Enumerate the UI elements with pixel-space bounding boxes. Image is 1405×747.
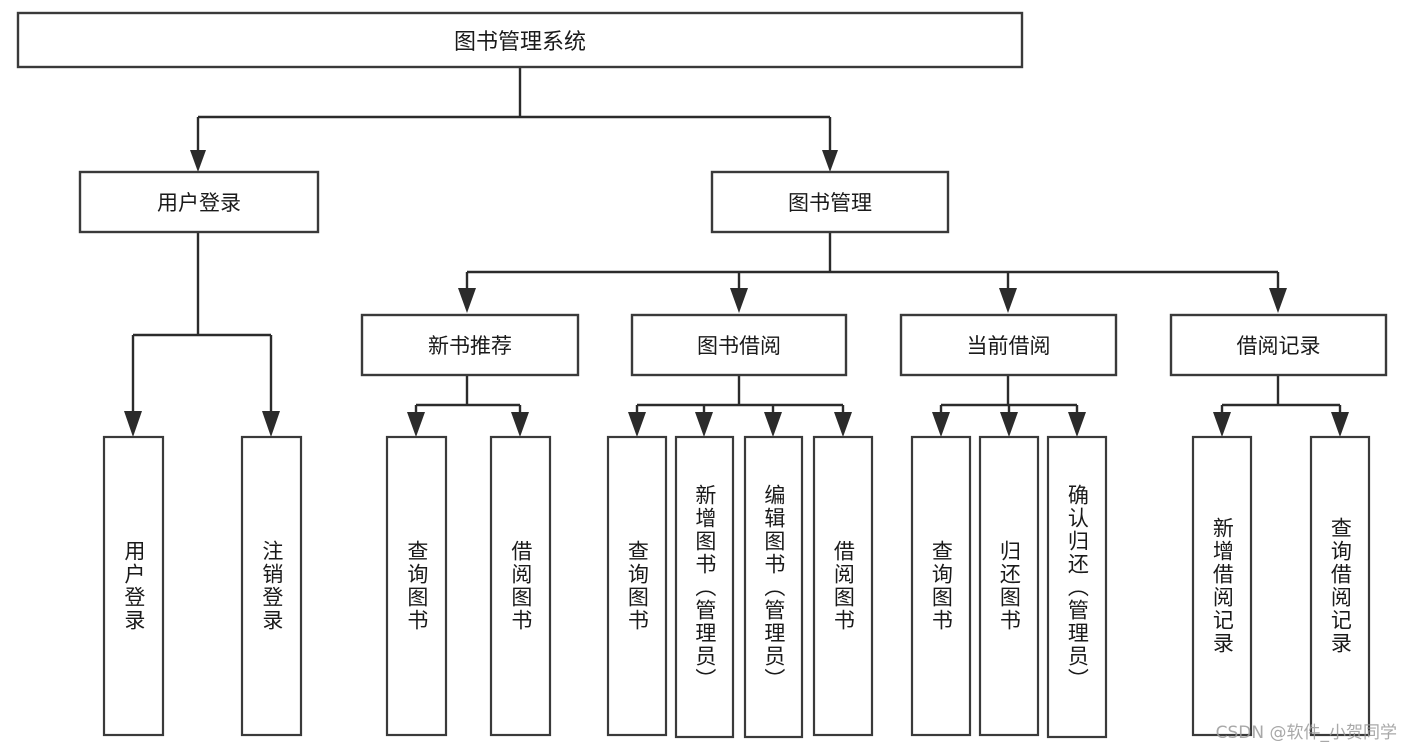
node-box-leaf-user-login[interactable]	[102, 435, 165, 737]
node-box-book-management[interactable]	[710, 170, 950, 234]
arrow-head-leaf-return-book	[1000, 412, 1018, 437]
connector-book-borrow-to-leaves	[628, 375, 852, 437]
arrow-head-leaf-user-login	[124, 411, 142, 437]
connector-user-login-to-leaves	[124, 232, 280, 437]
connector-book-management-to-level3	[458, 232, 1287, 313]
node-box-borrow-record[interactable]	[1169, 313, 1388, 377]
node-box-root[interactable]	[16, 11, 1024, 69]
node-box-leaf-borrow-book-1[interactable]	[489, 435, 552, 737]
connector-new-book-recommend-to-leaves	[407, 375, 529, 437]
arrow-head-leaf-confirm-return	[1068, 412, 1086, 437]
arrow-head-leaf-query-record	[1331, 412, 1349, 437]
arrow-head-new-book-recommend	[458, 288, 476, 313]
node-box-leaf-query-book-1[interactable]	[385, 435, 448, 737]
arrow-head-leaf-query-book-1	[407, 412, 425, 437]
node-box-leaf-edit-book[interactable]	[743, 435, 804, 739]
node-box-book-borrow[interactable]	[630, 313, 848, 377]
arrow-head-leaf-borrow-book-1	[511, 412, 529, 437]
node-box-leaf-borrow-book-2[interactable]	[812, 435, 874, 737]
arrow-head-leaf-query-book-3	[932, 412, 950, 437]
connector-current-borrow-to-leaves	[932, 375, 1086, 437]
arrow-head-leaf-logout	[262, 411, 280, 437]
node-box-leaf-return-book[interactable]	[978, 435, 1040, 737]
arrow-head-leaf-edit-book	[764, 412, 782, 437]
node-box-user-login[interactable]	[78, 170, 320, 234]
arrow-head-leaf-borrow-book-2	[834, 412, 852, 437]
node-box-leaf-query-book-3[interactable]	[910, 435, 972, 737]
node-box-new-book-recommend[interactable]	[360, 313, 580, 377]
node-box-leaf-add-book[interactable]	[674, 435, 735, 739]
arrow-head-leaf-query-book-2	[628, 412, 646, 437]
arrow-head-user-login	[190, 150, 206, 172]
arrow-head-current-borrow	[999, 288, 1017, 313]
node-box-leaf-query-record[interactable]	[1309, 435, 1371, 737]
arrow-head-borrow-record	[1269, 288, 1287, 313]
arrow-head-leaf-add-record	[1213, 412, 1231, 437]
connector-root-to-level2	[190, 67, 838, 172]
arrow-head-book-management	[822, 150, 838, 172]
node-box-current-borrow[interactable]	[899, 313, 1118, 377]
arrow-head-leaf-add-book	[695, 412, 713, 437]
node-box-leaf-query-book-2[interactable]	[606, 435, 668, 737]
node-box-leaf-confirm-return[interactable]	[1046, 435, 1108, 739]
connector-borrow-record-to-leaves	[1213, 375, 1349, 437]
node-box-leaf-logout[interactable]	[240, 435, 303, 737]
arrow-head-book-borrow	[730, 288, 748, 313]
node-box-leaf-add-record[interactable]	[1191, 435, 1253, 737]
